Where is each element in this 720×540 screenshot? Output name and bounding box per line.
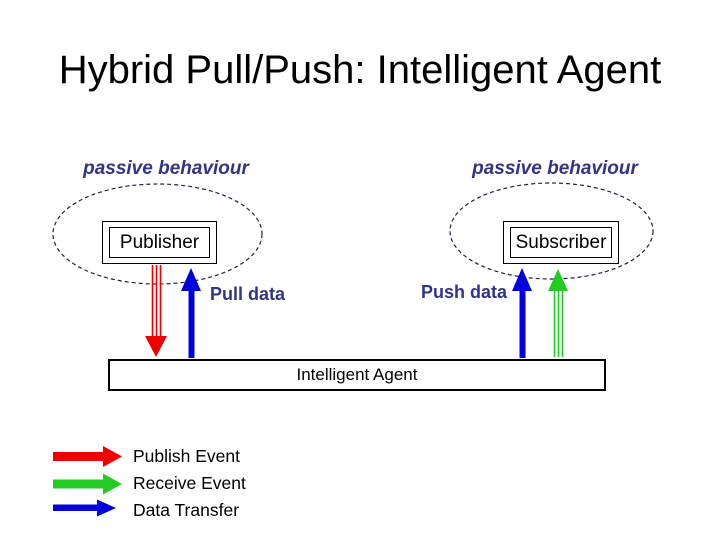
subscriber-box: Subscriber: [503, 221, 619, 264]
intelligent-agent-box: Intelligent Agent: [108, 359, 606, 391]
publish-event-arrowhead: [145, 336, 167, 357]
subscriber-ellipse: [449, 182, 654, 280]
pull-data-label: Pull data: [210, 284, 286, 304]
publish-event-legend-arrow: [53, 446, 122, 467]
data-transfer-legend-arrow: [53, 499, 116, 517]
publish-event-arrow: [145, 265, 167, 357]
passive-behaviour-label-right: passive behaviour: [472, 158, 638, 179]
receive-event-legend-arrow: [53, 473, 122, 495]
legend-label-data-transfer: Data Transfer: [133, 500, 240, 520]
passive-behaviour-ellipses: [52, 182, 654, 285]
publisher-ellipse: [52, 183, 263, 285]
legend-label-publish-event: Publish Event: [133, 446, 241, 466]
push-data-label: Push data: [421, 282, 508, 302]
data-transfer-arrow-left: [181, 268, 201, 358]
legend-label-receive-event: Receive Event: [133, 473, 246, 493]
slide-title: Hybrid Pull/Push: Intelligent Agent: [58, 48, 662, 92]
publisher-box-label: Publisher: [109, 227, 210, 258]
publisher-box: Publisher: [102, 221, 217, 264]
subscriber-box-label: Subscriber: [510, 227, 612, 258]
data-transfer-arrow-right: [512, 268, 532, 358]
receive-event-arrow: [548, 269, 568, 357]
passive-behaviour-label-left: passive behaviour: [83, 158, 249, 179]
receive-event-arrowhead: [548, 269, 568, 291]
